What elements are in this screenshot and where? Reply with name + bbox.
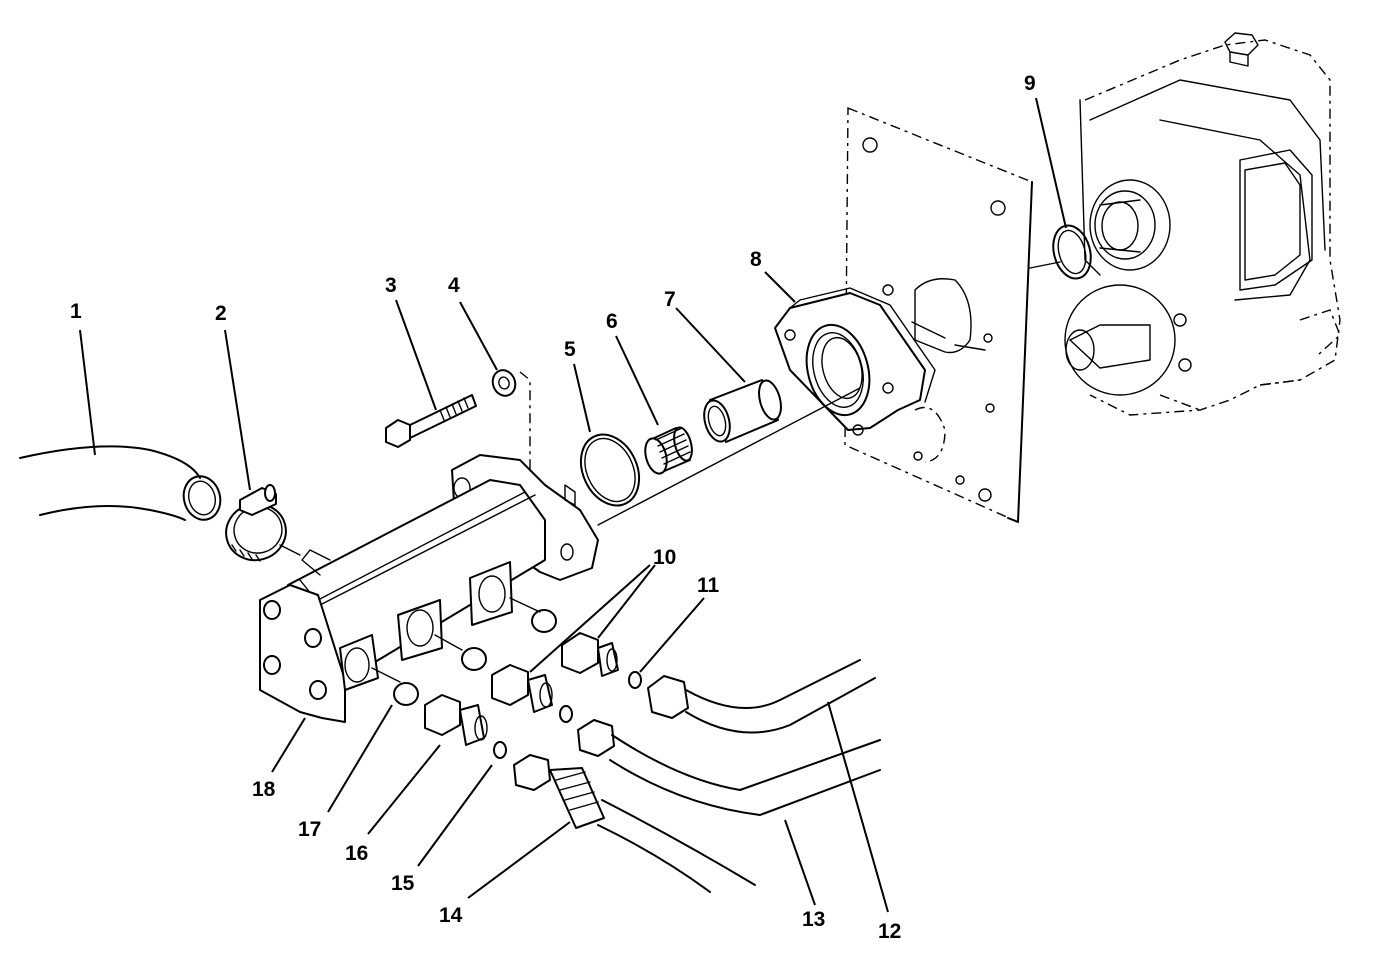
part-8-adapter-flange — [774, 287, 936, 436]
callout-1: 1 — [70, 300, 82, 323]
transmission-housing — [1064, 32, 1341, 416]
callout-8: 8 — [750, 248, 762, 271]
callout-2: 2 — [215, 302, 227, 325]
part-2-hose-clamp — [225, 484, 287, 562]
part-13-tube — [577, 719, 881, 816]
part-6-spline-coupler — [644, 426, 693, 475]
callout-15: 15 — [391, 872, 415, 895]
callout-12: 12 — [878, 920, 901, 943]
part-16-fitting — [424, 694, 488, 746]
part-1-suction-hose — [19, 445, 222, 521]
callout-3: 3 — [385, 274, 397, 297]
callout-9: 9 — [1024, 72, 1036, 95]
part-7-bearing-sleeve — [703, 379, 782, 443]
part-5-o-ring — [579, 433, 641, 507]
part-3-bolt — [385, 394, 477, 448]
part-4-washer — [491, 369, 517, 397]
leader-lines — [79, 97, 1067, 913]
part-12-tube — [647, 659, 876, 734]
callout-14: 14 — [439, 904, 463, 927]
part-14-hose-assembly — [513, 754, 756, 893]
callout-5: 5 — [564, 338, 576, 361]
callout-13: 13 — [802, 908, 825, 931]
callout-10: 10 — [653, 546, 676, 569]
part-18-gear-pump — [259, 454, 599, 723]
callout-16: 16 — [345, 842, 368, 865]
part-15-o-rings — [493, 705, 573, 759]
callout-4: 4 — [448, 274, 460, 297]
mounting-plate — [844, 106, 1033, 524]
part-17-o-rings — [393, 609, 557, 706]
callout-18: 18 — [252, 778, 276, 801]
callout-7: 7 — [664, 288, 676, 311]
callout-11: 11 — [697, 574, 720, 597]
callout-labels: 1 2 3 4 5 6 7 8 9 10 11 12 13 14 15 16 1… — [70, 72, 1036, 943]
part-11-o-ring — [628, 671, 642, 689]
callout-6: 6 — [606, 310, 618, 333]
part-10-fittings — [491, 632, 619, 713]
part-9-o-ring — [1052, 224, 1092, 280]
callout-17: 17 — [298, 818, 321, 841]
